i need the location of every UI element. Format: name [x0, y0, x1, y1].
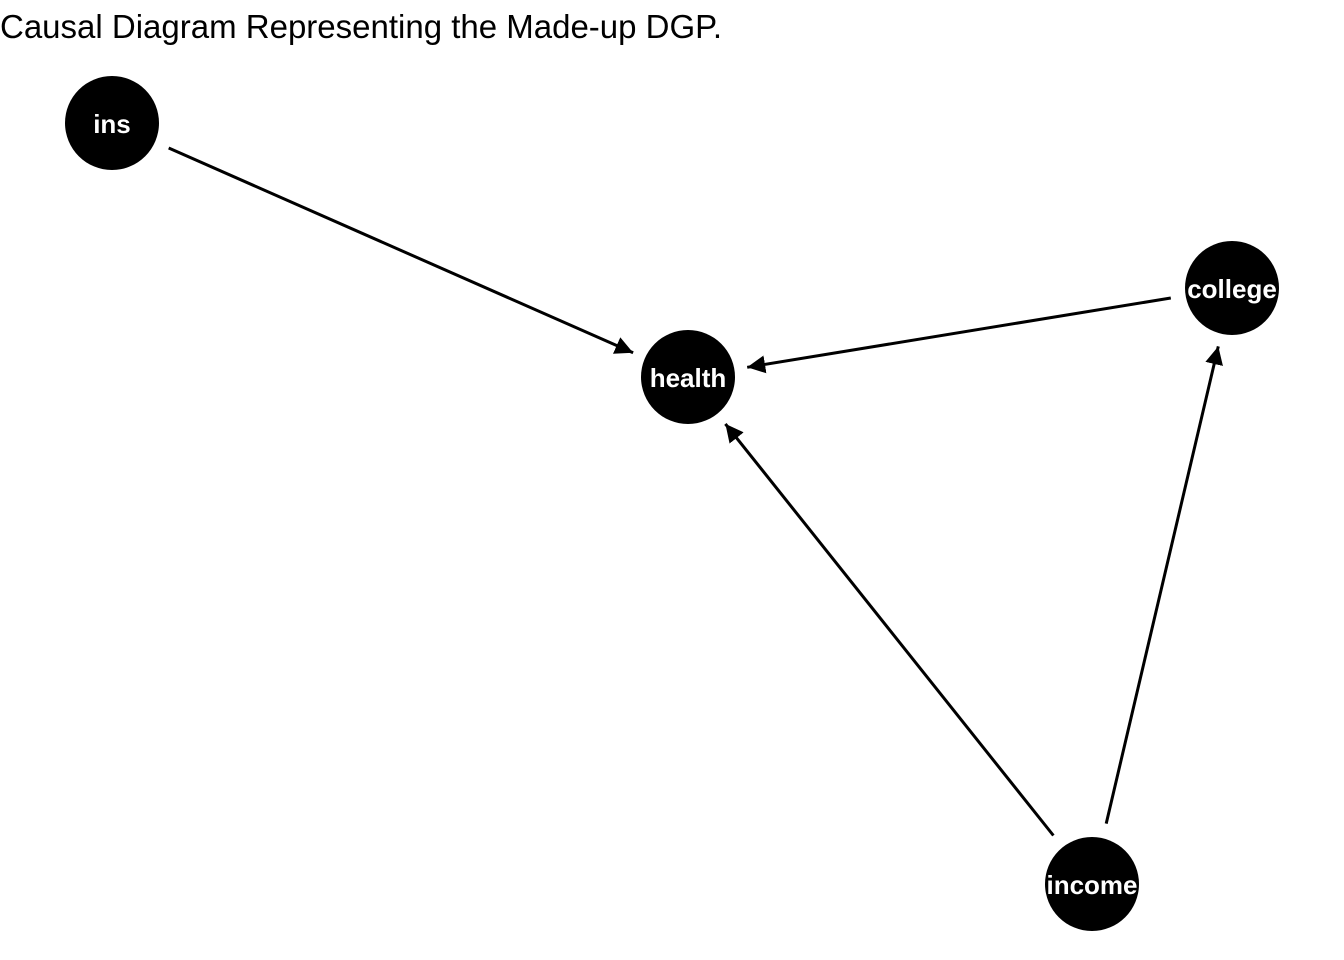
- edge-income-to-health: [724, 422, 1055, 837]
- edges-layer: [168, 146, 1223, 837]
- edge-ins-to-health: [168, 146, 634, 355]
- node-circle-ins: [65, 76, 159, 170]
- node-label-health: health: [650, 363, 727, 393]
- node-circle-health: [641, 330, 735, 424]
- node-label-ins: ins: [93, 109, 131, 139]
- diagram-title: Causal Diagram Representing the Made-up …: [0, 8, 723, 45]
- edge-college-to-health: [746, 296, 1172, 374]
- node-circle-income: [1045, 837, 1139, 931]
- node-income: income: [1045, 837, 1139, 931]
- node-circle-college: [1185, 241, 1279, 335]
- node-label-college: college: [1187, 274, 1277, 304]
- node-label-income: income: [1046, 870, 1137, 900]
- node-ins: ins: [65, 76, 159, 170]
- node-college: college: [1185, 241, 1279, 335]
- node-health: health: [641, 330, 735, 424]
- edge-income-to-college: [1104, 346, 1223, 824]
- nodes-layer: ins health college income: [65, 76, 1279, 931]
